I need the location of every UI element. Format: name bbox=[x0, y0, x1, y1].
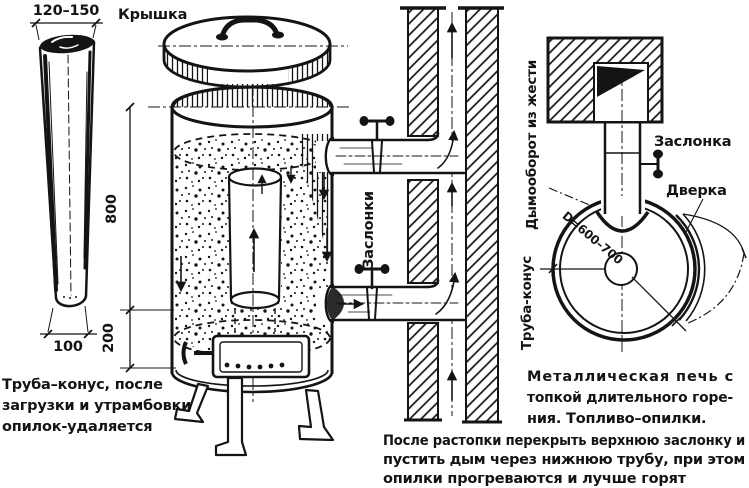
door-swing bbox=[675, 198, 747, 324]
caption-operation-note: После растопки перекрыть верхнюю заслонк… bbox=[383, 433, 745, 487]
diameter-label: D=600–700 bbox=[560, 209, 626, 268]
fire-door bbox=[181, 334, 311, 379]
cone-pipe-dimensions: 120–150 100 bbox=[30, 3, 103, 355]
height-dimensions: 800 200 bbox=[101, 102, 176, 373]
dim-cone-top: 120–150 bbox=[33, 3, 99, 19]
dim-body-height: 800 bbox=[104, 194, 120, 224]
caption-line: топкой длительного горе- bbox=[527, 390, 733, 406]
smoke-duct-label: Дымооборот из жести bbox=[524, 60, 540, 230]
lower-damper-valve-icon bbox=[354, 264, 390, 320]
caption-line: Металлическая печь с bbox=[527, 369, 733, 385]
cone-pipe-detail bbox=[38, 34, 96, 308]
flue-arrows bbox=[435, 21, 460, 401]
caption-cone-note: Труба–конус, после загрузки и утрамбовки… bbox=[2, 377, 191, 435]
caption-line: опилки прогреваются и лучше горят bbox=[383, 471, 687, 487]
smoke-pipes: Заслонки bbox=[316, 21, 466, 401]
top-view: D=600–700 Заслонка Дверка Дымооборот из … bbox=[519, 36, 747, 352]
door-label: Дверка bbox=[666, 183, 727, 199]
caption-line: опилок-удаляется bbox=[2, 419, 152, 435]
inner-cone-pipe bbox=[227, 167, 283, 332]
upper-damper-valve-icon bbox=[359, 116, 395, 173]
damper-flap bbox=[597, 66, 645, 97]
dim-base-height: 200 bbox=[101, 323, 117, 353]
caption-line: пустить дым через нижнюю трубу, при этом bbox=[383, 452, 745, 468]
caption-line: загрузки и утрамбовки bbox=[2, 398, 191, 414]
top-damper-valve-icon bbox=[640, 149, 663, 179]
cone-pipe-label: Труба-конус bbox=[519, 256, 535, 350]
caption-line: После растопки перекрыть верхнюю заслонк… bbox=[383, 433, 745, 449]
stove-body: 800 200 bbox=[101, 84, 352, 457]
lid-label: Крышка bbox=[118, 7, 187, 23]
dim-cone-bottom: 100 bbox=[53, 339, 83, 355]
wall-chimney bbox=[400, 6, 504, 424]
cone-top-opening bbox=[40, 34, 94, 54]
caption-line: ния. Топливо–опилки. bbox=[527, 411, 706, 427]
upper-pipe bbox=[324, 131, 466, 177]
caption-stove-note: Металлическая печь с топкой длительного … bbox=[527, 369, 733, 427]
lower-pipe bbox=[324, 278, 466, 324]
rim-inner-shading bbox=[174, 88, 330, 107]
caption-line: Труба–конус, после bbox=[2, 377, 163, 393]
dampers-label: Заслонки bbox=[361, 191, 377, 269]
lid: Крышка bbox=[118, 7, 348, 89]
lid-handle bbox=[219, 17, 280, 38]
legs bbox=[173, 376, 335, 457]
smoke-deflector-arc bbox=[595, 211, 650, 233]
damper-label: Заслонка bbox=[654, 134, 731, 150]
